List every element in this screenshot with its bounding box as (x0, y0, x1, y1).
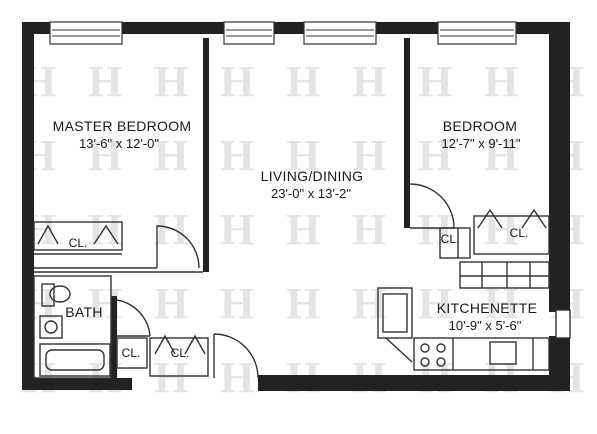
watermark-glyph: H (352, 205, 387, 254)
label-closet-bedroom-small: CL. (440, 232, 460, 246)
label-closet-bedroom-main: CL. (509, 226, 529, 240)
dims-kitchenette: 10'-9" x 5'-6" (448, 318, 522, 333)
watermark-glyph: H (154, 279, 189, 328)
watermark-glyph: H (418, 57, 453, 106)
door-master (156, 225, 200, 269)
interior-wall-living-bedroom (404, 38, 410, 228)
watermark-glyph: H (352, 131, 387, 180)
closet-master (33, 221, 123, 251)
door-bedroom (409, 183, 455, 229)
watermark-glyph: H (220, 131, 255, 180)
watermark-glyph: H (220, 205, 255, 254)
window-bedroom (437, 21, 517, 45)
exterior-wall-right-lower (549, 336, 570, 391)
watermark-glyph: H (88, 205, 123, 254)
bathroom-outline (33, 275, 112, 379)
exterior-wall-bottom-left (22, 378, 132, 390)
label-closet-master: CL. (68, 236, 88, 250)
watermark-glyph: H (418, 205, 453, 254)
watermark-glyph: H (154, 57, 189, 106)
watermark-glyph: H (484, 57, 519, 106)
dims-master-bedroom: 13'-6" x 12'-0" (79, 136, 159, 151)
label-closet-hall-main: CL. (170, 346, 190, 360)
watermark-glyph: H (88, 131, 123, 180)
label-bedroom: BEDROOM (442, 118, 518, 134)
closet-bedroom-small (439, 227, 471, 259)
watermark-glyph: H (286, 57, 321, 106)
window-living-right (303, 21, 377, 45)
watermark-glyph: H (220, 353, 255, 402)
label-bath: BATH (65, 304, 103, 320)
label-living-dining: LIVING/DINING (260, 168, 364, 184)
dims-bedroom: 12'-7" x 9'-11" (441, 136, 521, 151)
watermark-glyph: H (484, 279, 519, 328)
watermark-glyph: H (286, 205, 321, 254)
watermark-glyph: H (484, 205, 519, 254)
interior-wall-bath-right (111, 296, 117, 378)
bathtub (39, 343, 111, 377)
exterior-wall-top (22, 22, 570, 34)
label-master-bedroom: MASTER BEDROOM (52, 118, 192, 134)
exterior-wall-bottom (258, 375, 570, 391)
exterior-wall-left (22, 22, 34, 390)
kitchen-counter (413, 337, 550, 371)
watermark-glyph: H (220, 57, 255, 106)
label-kitchenette: KITCHENETTE (436, 300, 538, 316)
refrigerator (377, 287, 413, 339)
window-living-left (223, 21, 275, 45)
watermark-glyph: H (352, 279, 387, 328)
watermark-glyph: H (88, 57, 123, 106)
watermark-glyph: H (484, 131, 519, 180)
closet-hall-main (149, 337, 209, 377)
label-closet-hall-small: CL. (121, 346, 141, 360)
watermark-glyph: H (352, 57, 387, 106)
kitchen-sink (489, 341, 517, 365)
watermark-glyph: H (418, 279, 453, 328)
door-entry (213, 333, 259, 379)
bath-sink (39, 315, 63, 339)
watermark-glyph: H (154, 131, 189, 180)
closet-hall-small (116, 337, 148, 369)
kitchen-upper-cabinet (459, 261, 550, 289)
toilet (49, 285, 71, 303)
window-master (49, 21, 123, 45)
dims-living-dining: 23'-0" x 13'-2" (271, 186, 351, 201)
side-window (555, 309, 571, 339)
interior-wall-master-living (203, 38, 209, 272)
watermark-glyph: H (286, 279, 321, 328)
door-kitchen (385, 337, 413, 363)
watermark-glyph: H (154, 205, 189, 254)
windows (49, 21, 517, 45)
door-bath (116, 299, 151, 337)
watermark-glyph: H (154, 353, 189, 402)
watermark-glyph: H (418, 131, 453, 180)
closet-bedroom-main (473, 215, 550, 255)
watermark-glyph: H (220, 279, 255, 328)
exterior-wall-right (549, 22, 570, 312)
watermark-glyph: H (286, 131, 321, 180)
